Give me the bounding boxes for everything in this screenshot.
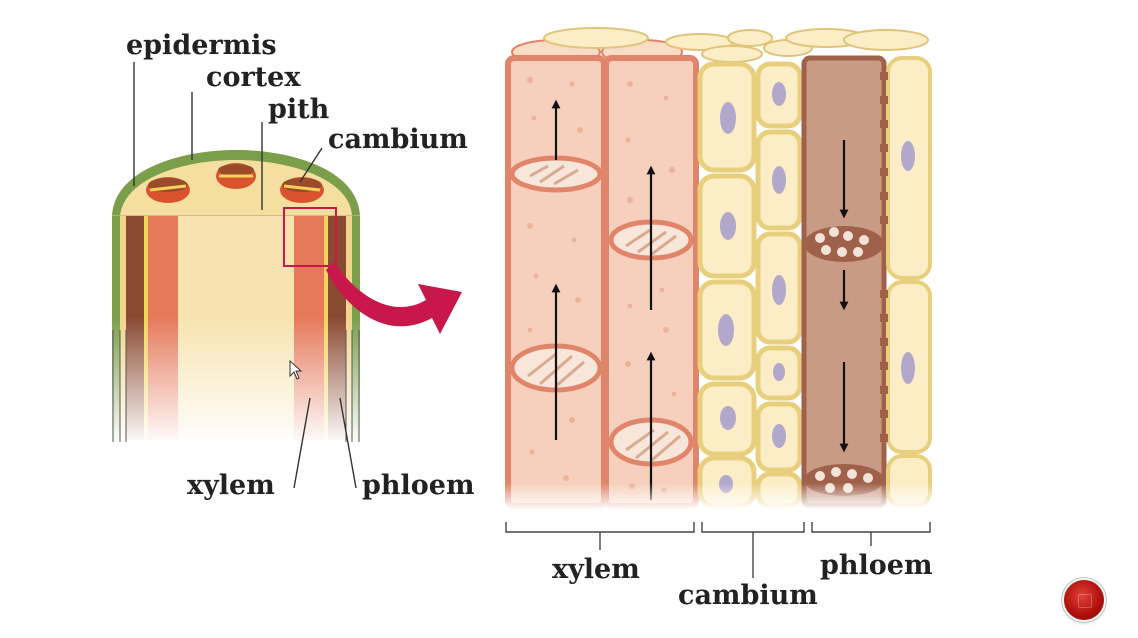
slide-nav-button[interactable]: [1064, 580, 1104, 620]
label-cambium-left: cambium: [328, 124, 468, 155]
label-cambium-right: cambium: [678, 580, 818, 611]
label-phloem-right: phloem: [820, 550, 933, 581]
label-xylem-left: xylem: [187, 470, 275, 501]
stem-fibre-lines: [112, 330, 360, 442]
label-epidermis: epidermis: [126, 30, 277, 61]
label-xylem-right: xylem: [552, 554, 640, 585]
zoom-highlight-box: [283, 207, 337, 267]
stem-section: [108, 150, 462, 445]
label-cortex: cortex: [206, 62, 301, 93]
tissue-magnified: [500, 27, 940, 510]
tissue-brackets: [505, 522, 931, 578]
label-pith: pith: [268, 94, 330, 125]
left-leader-lines: [133, 62, 357, 489]
label-phloem-left: phloem: [362, 470, 475, 501]
mouse-cursor-icon: [289, 360, 303, 380]
zoom-arrow: [326, 262, 462, 334]
